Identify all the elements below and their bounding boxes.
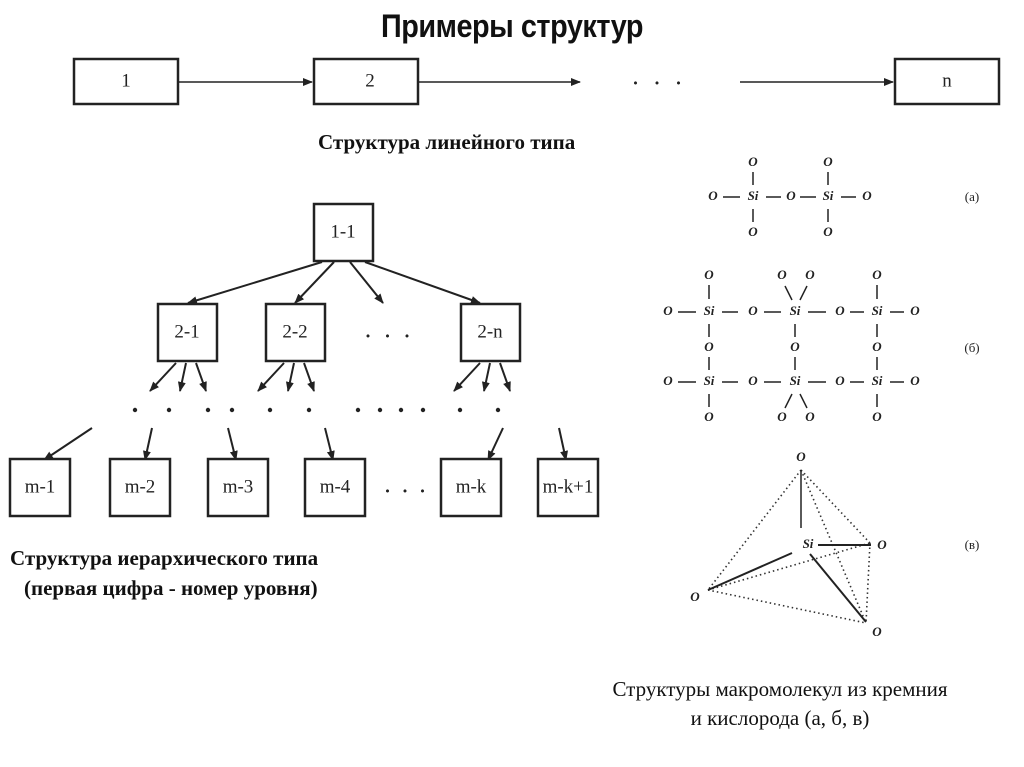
hierarchy-sub-arrows [149, 362, 511, 392]
linear-node-n: n [893, 57, 1001, 106]
node-label: 2-2 [282, 321, 307, 342]
node-label: m-k [456, 476, 487, 497]
svg-text:O: O [872, 267, 882, 282]
svg-text:Si: Si [872, 303, 883, 318]
svg-text:O: O [663, 373, 673, 388]
hierarchy-node-2-2: 2-2 [264, 302, 327, 363]
page-title: Примеры структур [380, 8, 644, 44]
node-label: m-k+1 [543, 476, 594, 497]
hierarchy-leaf-m-1: m-1 [8, 457, 72, 518]
svg-text:O: O [748, 224, 758, 239]
linear-structure: 1 2 . . . n [72, 57, 1001, 106]
svg-text:O: O [835, 373, 845, 388]
node-label: 1-1 [330, 221, 355, 242]
svg-text:O: O [872, 339, 882, 354]
svg-text:Si: Si [823, 188, 834, 203]
linear-node-1: 1 [72, 57, 180, 106]
node-label: m-2 [125, 476, 156, 497]
svg-text:O: O [805, 267, 815, 282]
svg-text:O: O [823, 154, 833, 169]
svg-text:O: O [796, 449, 806, 464]
svg-text:Si: Si [704, 303, 715, 318]
molecule-a: O O Si O Si O O O O (a) [708, 154, 979, 239]
node-label: 2-n [477, 321, 503, 342]
hierarchy-dots-row [132, 407, 501, 413]
hierarchy-arrow [187, 261, 323, 305]
svg-text:O: O [910, 373, 920, 388]
svg-text:Si: Si [704, 373, 715, 388]
node-label: m-3 [223, 476, 254, 497]
svg-text:O: O [786, 188, 796, 203]
hierarchy-structure: 1-1 2-1 2-2 . . . 2-n [8, 202, 600, 518]
molecules-caption-line2: и кислорода (а, б, в) [690, 706, 870, 730]
svg-text:O: O [708, 188, 718, 203]
molecule-tag-b: (б) [964, 340, 979, 355]
svg-text:O: O [748, 154, 758, 169]
svg-text:O: O [872, 624, 882, 639]
hierarchy-leaf-m-3: m-3 [206, 457, 270, 518]
hierarchy-caption-line1: Структура иерархического типа [10, 546, 319, 570]
svg-text:O: O [862, 188, 872, 203]
molecule-tag-a: (a) [965, 189, 979, 204]
svg-text:O: O [790, 339, 800, 354]
svg-text:O: O [805, 409, 815, 424]
molecule-tag-c: (в) [965, 537, 980, 552]
node-label: 2 [365, 70, 375, 91]
svg-text:O: O [877, 537, 887, 552]
svg-text:Si: Si [790, 303, 801, 318]
linear-node-2: 2 [312, 57, 420, 106]
svg-text:O: O [704, 267, 714, 282]
svg-text:O: O [835, 303, 845, 318]
svg-text:O: O [777, 409, 787, 424]
svg-text:Si: Si [748, 188, 759, 203]
molecule-c: O Si O O O (в) [690, 449, 979, 639]
node-label: 1 [121, 70, 131, 91]
hierarchy-node-2-1: 2-1 [156, 302, 219, 363]
svg-text:O: O [704, 339, 714, 354]
linear-caption: Структура линейного типа [318, 130, 576, 154]
hierarchy-leaf-m-k-plus-1: m-k+1 [536, 457, 600, 518]
molecule-b: O O Si O Si O O O Si O O O O O O Si [663, 267, 979, 424]
hierarchy-leaf-arrows [43, 427, 568, 461]
hierarchy-root-node: 1-1 [312, 202, 375, 263]
hierarchy-leaf-m-2: m-2 [108, 457, 172, 518]
hierarchy-leaf-m-4: m-4 [303, 457, 367, 518]
hierarchy-leaf-m-k: m-k [439, 457, 503, 518]
hierarchy-arrow [364, 261, 481, 304]
hierarchy-node-2-n: 2-n [459, 302, 522, 363]
node-label: m-1 [25, 476, 56, 497]
svg-text:O: O [690, 589, 700, 604]
svg-text:Si: Si [872, 373, 883, 388]
hierarchy-arrow [294, 261, 335, 304]
svg-text:O: O [910, 303, 920, 318]
svg-text:Si: Si [790, 373, 801, 388]
node-label: 2-1 [174, 321, 199, 342]
svg-text:O: O [748, 373, 758, 388]
node-label: m-4 [320, 476, 351, 497]
hierarchy-level2-ellipsis: . . . [366, 321, 415, 342]
svg-text:O: O [823, 224, 833, 239]
molecules-caption-line1: Структуры макромолекул из кремния [612, 677, 948, 701]
svg-text:O: O [872, 409, 882, 424]
hierarchy-caption-line2: (первая цифра - номер уровня) [24, 576, 318, 600]
svg-text:O: O [748, 303, 758, 318]
svg-text:O: O [777, 267, 787, 282]
node-label: n [942, 70, 952, 91]
hierarchy-arrow [349, 261, 384, 304]
linear-ellipsis: . . . [633, 68, 687, 89]
svg-text:O: O [663, 303, 673, 318]
hierarchy-leaves-ellipsis: . . . [385, 476, 429, 497]
svg-text:Si: Si [803, 536, 814, 551]
svg-text:O: O [704, 409, 714, 424]
